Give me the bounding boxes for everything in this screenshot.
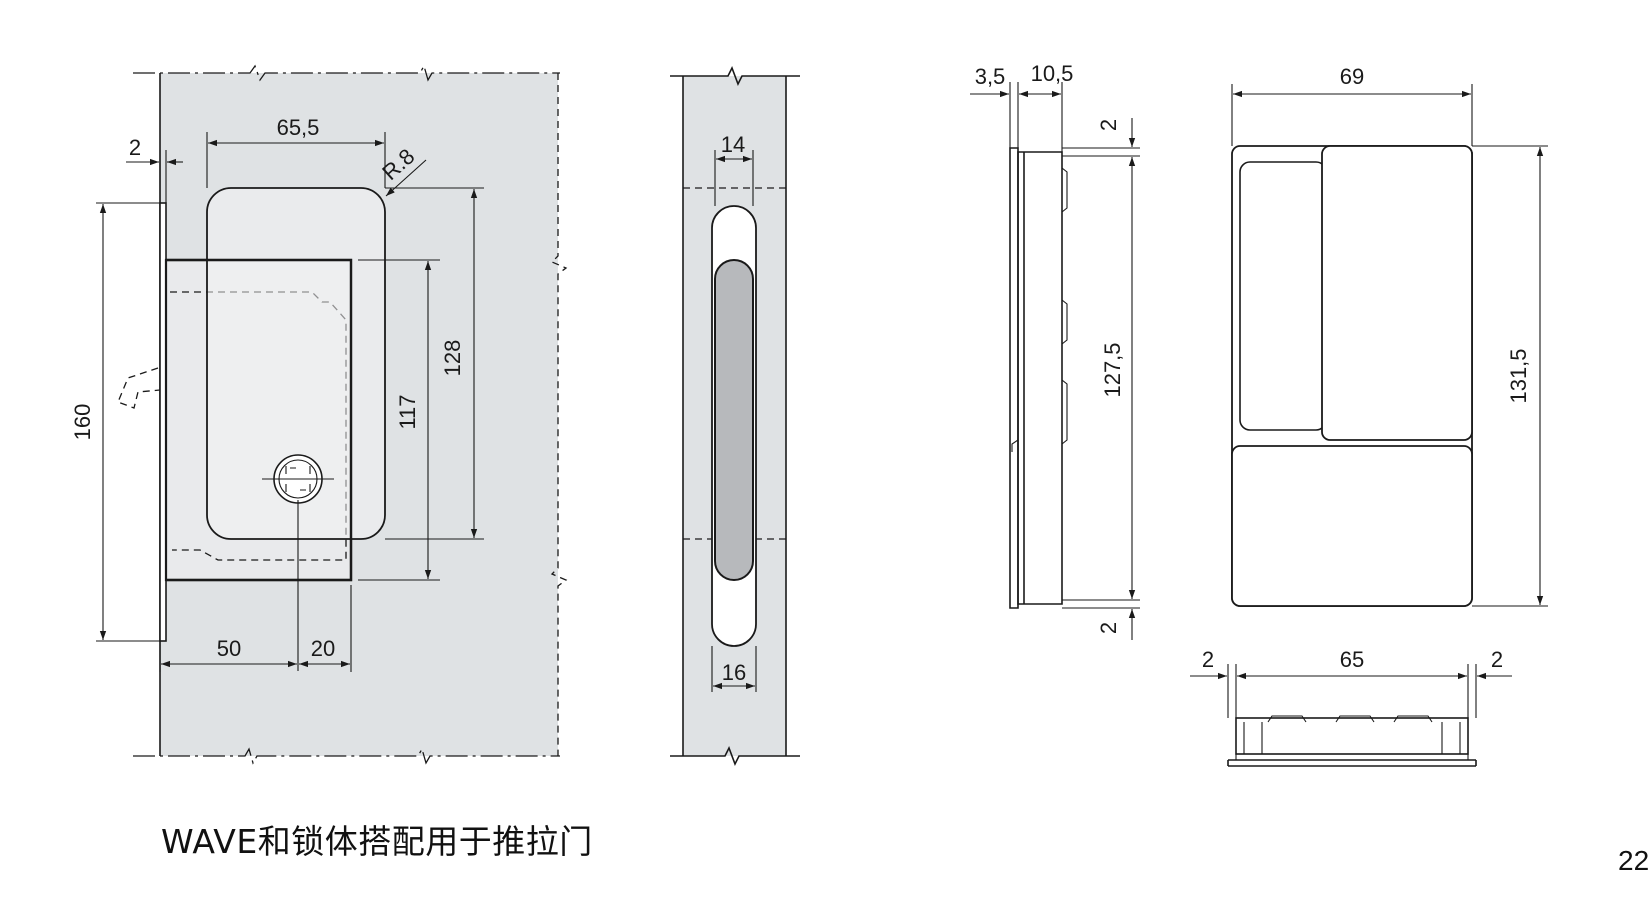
bottom-body xyxy=(1235,717,1469,755)
dim-front-height-160: 160 xyxy=(70,404,95,441)
handle-bottom-plate xyxy=(1231,445,1473,607)
dim-bottom-width: 65 xyxy=(1340,647,1364,672)
dim-handle-width: 69 xyxy=(1340,64,1364,89)
dim-side-top-2: 2 xyxy=(1096,119,1121,131)
handle-front-view: 69 131,5 xyxy=(1231,64,1548,607)
dim-front-faceplate: 2 xyxy=(129,135,141,160)
dim-bottom-right-2: 2 xyxy=(1491,647,1503,672)
dim-side-bottom-2: 2 xyxy=(1096,622,1121,634)
front-view: 65,5 R.8 2 160 117 128 50 20 xyxy=(70,64,568,765)
edge-view: 14 16 xyxy=(670,66,800,766)
page-number: 22 xyxy=(1618,845,1649,876)
dim-edge-bottom: 16 xyxy=(722,660,746,685)
bottom-view: 2 65 2 xyxy=(1190,647,1512,767)
dim-front-backset-50: 50 xyxy=(217,636,241,661)
dim-front-height-117: 117 xyxy=(395,394,420,429)
dim-front-height-128: 128 xyxy=(440,340,465,377)
dim-front-offset-20: 20 xyxy=(311,636,335,661)
dim-front-width: 65,5 xyxy=(277,115,320,140)
cylinder-icon xyxy=(262,454,334,504)
edge-grip xyxy=(714,259,754,581)
handle-top-plate xyxy=(1321,145,1473,441)
side-view: 3,5 10,5 2 127,5 2 xyxy=(970,61,1140,640)
caption: WAVE和锁体搭配用于推拉门 xyxy=(161,822,593,861)
dim-side-3-5: 3,5 xyxy=(975,64,1006,89)
handle-finger-pull xyxy=(1239,161,1327,431)
dim-edge-top: 14 xyxy=(721,132,745,157)
dim-side-height: 127,5 xyxy=(1100,342,1125,397)
handle-recess xyxy=(206,187,386,540)
dim-bottom-left-2: 2 xyxy=(1202,647,1214,672)
dim-handle-height: 131,5 xyxy=(1506,348,1531,403)
dim-side-10-5: 10,5 xyxy=(1031,61,1074,86)
